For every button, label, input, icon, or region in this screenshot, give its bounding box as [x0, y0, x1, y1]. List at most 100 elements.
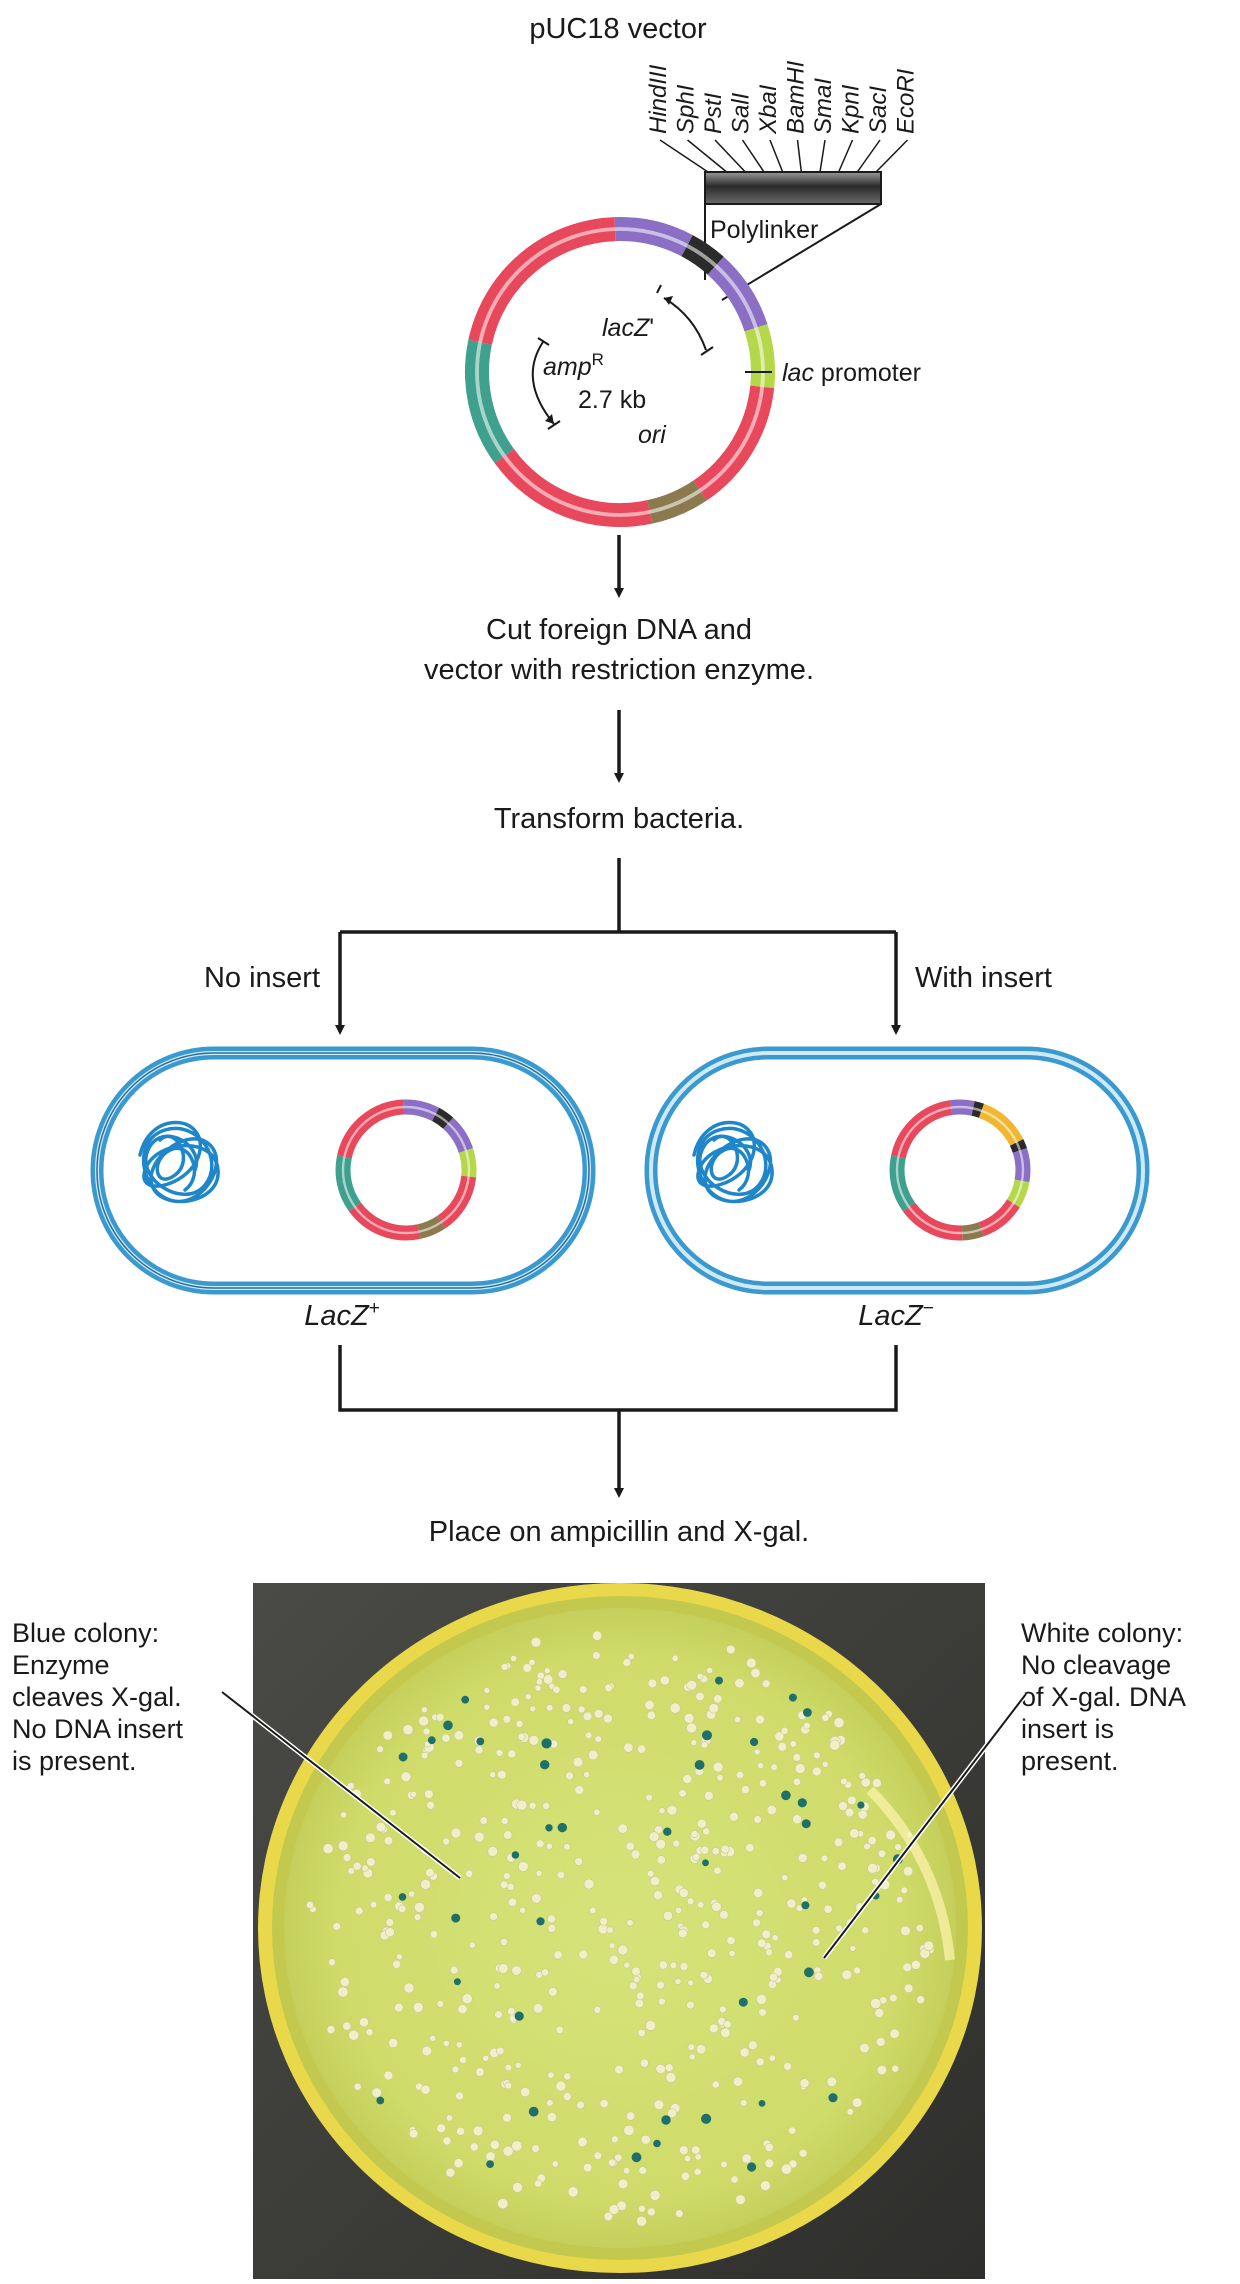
- white-colony: [352, 1861, 362, 1871]
- white-colony: [384, 1927, 395, 1938]
- white-colony: [646, 2207, 656, 2217]
- white-colony: [507, 1897, 518, 1907]
- site-bamhi: BamHI: [783, 60, 810, 134]
- white-colony: [728, 1950, 736, 1958]
- site-tick-smai: [819, 139, 826, 173]
- white-colony: [657, 1997, 666, 2006]
- white-colony: [592, 1630, 603, 1641]
- white-colony: [418, 1715, 429, 1727]
- white-colony: [453, 1730, 465, 1741]
- white-colony: [567, 2186, 579, 2198]
- white-colony: [495, 1749, 504, 1757]
- white-colony: [565, 1771, 574, 1781]
- white-colony: [396, 1953, 403, 1961]
- plasmid-with-insert: [889, 1099, 1031, 1241]
- white-colony: [451, 2065, 460, 2074]
- petri-plate-photo: [253, 1583, 985, 2279]
- white-colony: [535, 1870, 543, 1877]
- site-tick-sphi: [687, 139, 728, 173]
- white-colony: [821, 1760, 829, 1768]
- white-colony: [660, 1675, 670, 1686]
- white-colony: [546, 2099, 554, 2107]
- blue-colony: [758, 2100, 766, 2107]
- white-colony: [515, 1720, 524, 1728]
- white-colony: [622, 1658, 632, 1667]
- white-colony-pointer: [823, 1693, 1027, 1959]
- white-colony: [413, 1902, 425, 1913]
- blue-colony: [461, 1695, 470, 1704]
- white-colony: [507, 2007, 516, 2016]
- white-colony: [708, 2023, 719, 2034]
- white-colony: [516, 1799, 528, 1811]
- white-colony: [630, 1849, 641, 1860]
- white-colony: [758, 1779, 767, 1788]
- blue-colony: [801, 1901, 810, 1910]
- white-colony: [786, 1898, 797, 1909]
- white-colony: [383, 1836, 394, 1846]
- white-colony: [561, 1703, 572, 1713]
- white-colony: [421, 1751, 429, 1760]
- white-colony: [623, 2124, 635, 2136]
- main-plasmid-segment-backbone-bottom: [494, 448, 653, 528]
- white-colony: [528, 1658, 536, 1666]
- white-colony-line-3: of X-gal. DNA: [1021, 1682, 1186, 1712]
- white-colony: [726, 1644, 736, 1655]
- white-colony: [485, 2151, 496, 2162]
- white-colony: [548, 1987, 558, 1997]
- white-colony: [758, 2008, 767, 2017]
- white-colony: [633, 1975, 641, 1984]
- white-colony: [752, 1918, 761, 1928]
- white-colony: [637, 2028, 646, 2038]
- site-hindiii: HindIII: [645, 64, 672, 134]
- site-sali: SalI: [728, 92, 755, 134]
- white-colony: [487, 1846, 499, 1857]
- white-colony: [510, 1697, 520, 1707]
- white-colony: [811, 1926, 821, 1935]
- white-colony: [680, 2171, 690, 2181]
- white-colony: [674, 1906, 683, 1914]
- white-colony: [510, 1655, 517, 1662]
- white-colony: [489, 1912, 498, 1921]
- branch-split-lines: [340, 858, 896, 934]
- white-colony: [675, 2209, 684, 2218]
- blue-colony: [453, 1978, 461, 1986]
- white-colony: [667, 2108, 677, 2118]
- white-colony: [872, 1778, 882, 1788]
- white-colony: [603, 1713, 613, 1724]
- white-colony: [792, 1777, 802, 1786]
- white-colony-line-5: present.: [1021, 1746, 1119, 1776]
- white-colony: [489, 2139, 500, 2150]
- plate-glare: [866, 1786, 955, 1961]
- white-colony: [577, 2136, 588, 2147]
- white-colony: [693, 2167, 702, 2176]
- plasmid-right-segment-insert: [978, 1103, 1024, 1146]
- white-colony: [875, 2037, 886, 2047]
- blue-colony-line-5: is present.: [12, 1746, 137, 1776]
- white-colony: [903, 1983, 914, 1994]
- white-colony: [529, 1705, 537, 1713]
- white-colony: [623, 1742, 634, 1753]
- white-colony: [695, 1691, 705, 1702]
- step1-line2: vector with restriction enzyme.: [424, 654, 814, 686]
- white-colony: [682, 1774, 693, 1784]
- blue-colony-pointer: [221, 1691, 461, 1879]
- white-colony: [755, 1909, 764, 1917]
- site-ecori: EcoRI: [893, 68, 920, 134]
- lacz-label: lacZ': [602, 314, 654, 342]
- white-colony: [306, 1901, 314, 1909]
- white-colony: [701, 1920, 710, 1930]
- blue-colony: [828, 2093, 838, 2103]
- white-colony: [853, 1966, 861, 1975]
- white-colony: [755, 1714, 765, 1725]
- main-plasmid-segment-lacz-b: [707, 256, 768, 332]
- blue-colony: [631, 2152, 642, 2163]
- chromosome-right: [692, 1120, 774, 1204]
- white-colony: [655, 2063, 666, 2075]
- white-colony: [531, 2144, 540, 2153]
- white-colony: [867, 1863, 878, 1874]
- white-colony-line-2: No cleavage: [1021, 1650, 1171, 1680]
- main-plasmid-segment-backbone-right: [693, 385, 775, 501]
- white-colony: [734, 1716, 742, 1724]
- white-colony: [720, 2027, 731, 2038]
- white-colony: [789, 1740, 797, 1748]
